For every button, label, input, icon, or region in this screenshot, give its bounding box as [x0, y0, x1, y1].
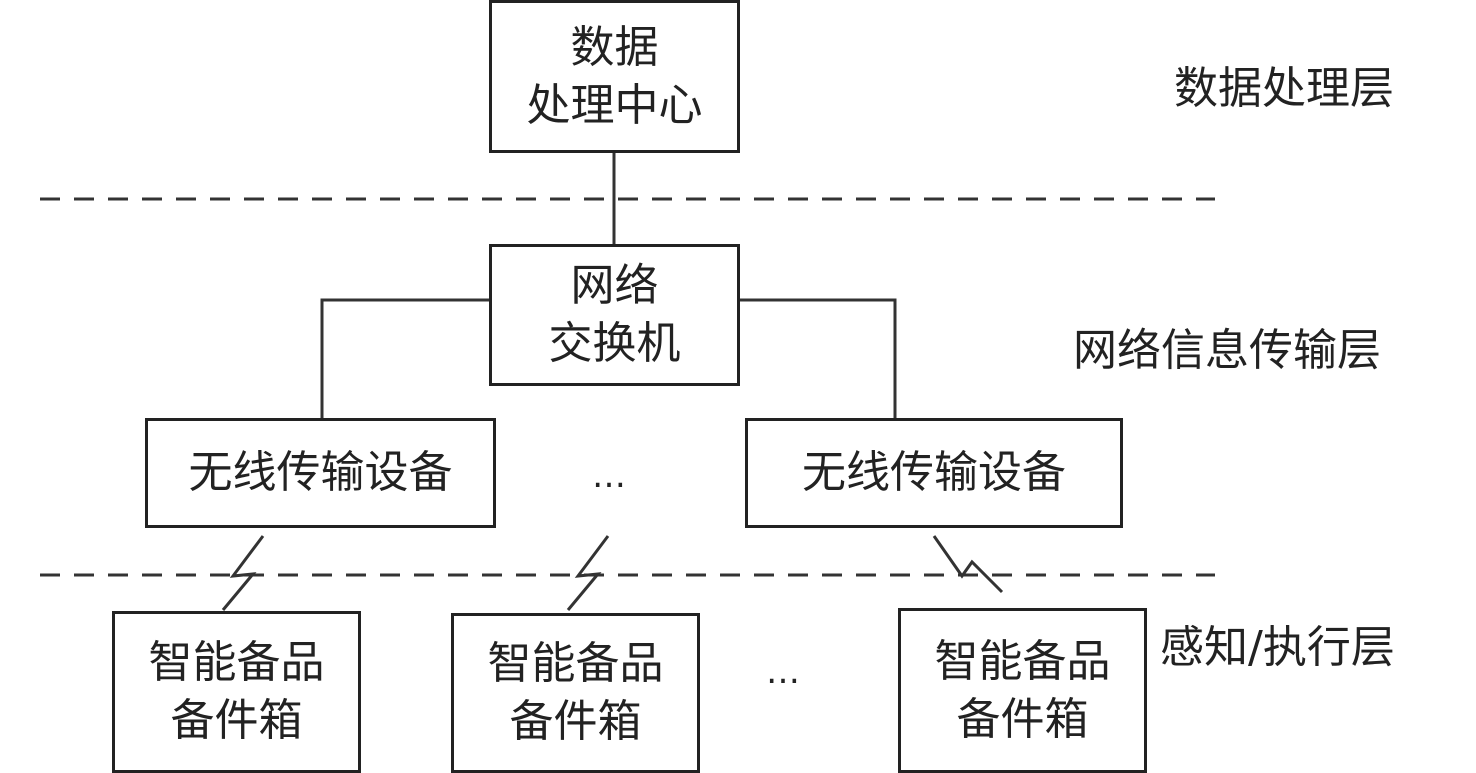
layer-label-perception-execution: 感知/执行层 — [1160, 622, 1395, 673]
link-switch-wireless-right — [739, 298, 897, 419]
smart-spare-box-3-line-2: 备件箱 — [956, 693, 1089, 745]
link-switch-wireless-left — [320, 298, 489, 419]
data-processing-center-box: 数据 处理中心 — [489, 0, 740, 153]
wireless-device-left-label: 无线传输设备 — [188, 447, 453, 498]
smart-spare-box-2-line-2: 备件箱 — [509, 696, 642, 747]
smart-spare-box-1-line-2: 备件箱 — [170, 695, 303, 746]
network-switch-box: 网络 交换机 — [489, 244, 740, 386]
network-switch-line-1: 网络 — [570, 260, 659, 311]
wireless-ellipsis: … — [592, 456, 626, 496]
smart-spare-box-2-line-1: 智能备品 — [487, 638, 664, 689]
smart-spare-box-1: 智能备品 备件箱 — [112, 611, 361, 773]
wireless-signal-2 — [566, 535, 610, 611]
wireless-signal-3 — [932, 535, 1004, 594]
smart-spare-box-1-line-1: 智能备品 — [148, 637, 325, 688]
smart-spare-box-3: 智能备品 备件箱 — [898, 608, 1147, 773]
wireless-device-right-box: 无线传输设备 — [745, 418, 1123, 528]
layer-label-network-transmission: 网络信息传输层 — [1073, 325, 1381, 376]
spare-box-ellipsis: … — [766, 652, 800, 692]
data-processing-center-line-2: 处理中心 — [526, 79, 703, 131]
wireless-device-right-label: 无线传输设备 — [802, 447, 1066, 498]
wireless-device-left-box: 无线传输设备 — [145, 418, 496, 528]
data-processing-center-line-1: 数据 — [570, 21, 659, 73]
network-switch-line-2: 交换机 — [548, 318, 681, 369]
smart-spare-box-2: 智能备品 备件箱 — [451, 613, 700, 773]
layer-label-data-processing: 数据处理层 — [1174, 63, 1394, 114]
smart-spare-box-3-line-1: 智能备品 — [934, 635, 1111, 687]
wireless-signal-1 — [221, 535, 265, 611]
